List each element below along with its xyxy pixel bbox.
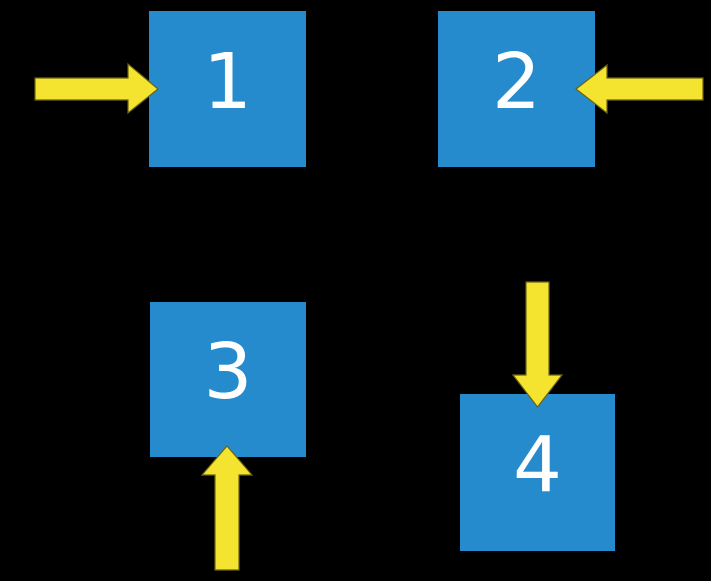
square-2: 2: [438, 11, 595, 167]
square-3: 3: [150, 302, 306, 457]
arrow-left-icon: [575, 63, 704, 115]
square-3-label: 3: [203, 328, 253, 417]
arrow-up-icon: [200, 445, 254, 571]
square-4-label: 4: [513, 421, 562, 510]
arrow-down-icon: [511, 281, 564, 408]
square-1-label: 1: [203, 37, 252, 127]
square-4: 4: [460, 394, 615, 551]
square-1: 1: [149, 11, 306, 167]
square-2-label: 2: [492, 37, 541, 127]
arrow-right-icon: [34, 62, 159, 115]
